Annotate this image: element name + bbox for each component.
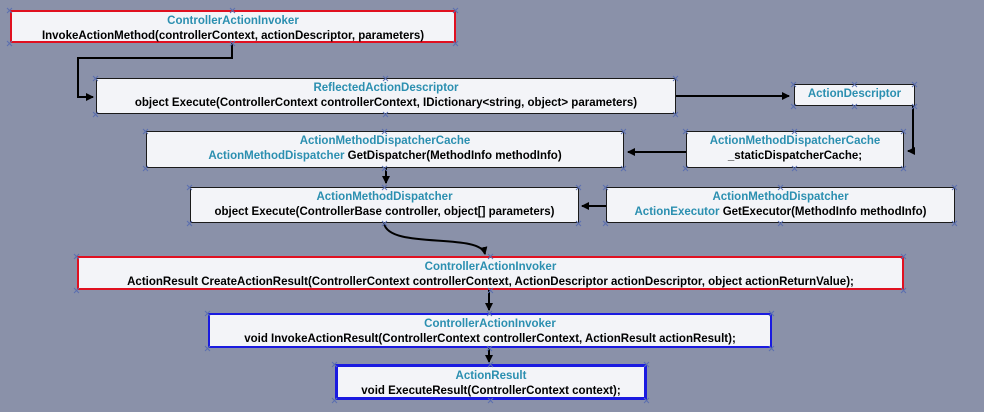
edge-execute-to-createresult bbox=[383, 222, 488, 255]
node-dispatcher-execute[interactable]: ActionMethodDispatcher object Execute(Co… bbox=[190, 187, 579, 223]
node-signature: InvokeActionMethod(controllerContext, ac… bbox=[41, 30, 425, 42]
node-title: ActionMethodDispatcherCache bbox=[299, 135, 471, 147]
node-actionresult-executeresult[interactable]: ActionResult void ExecuteResult(Controll… bbox=[335, 364, 647, 400]
node-dispatcher-getexecutor[interactable]: ActionMethodDispatcher ActionExecutor Ge… bbox=[606, 187, 955, 223]
node-signature: void ExecuteResult(ControllerContext con… bbox=[361, 385, 621, 397]
node-cache-static[interactable]: ActionMethodDispatcherCache _staticDispa… bbox=[686, 131, 904, 168]
node-reflected-execute[interactable]: ReflectedActionDescriptor object Execute… bbox=[96, 78, 676, 114]
node-title: ActionMethodDispatcher bbox=[316, 191, 453, 203]
node-invoker-invokeactionresult[interactable]: ControllerActionInvoker void InvokeActio… bbox=[208, 313, 772, 348]
node-signature: object Execute(ControllerContext control… bbox=[134, 97, 638, 109]
return-type: ActionMethodDispatcher bbox=[208, 150, 345, 162]
node-signature: void InvokeActionResult(ControllerContex… bbox=[244, 333, 736, 345]
edge-invoker-to-reflected bbox=[77, 42, 233, 101]
node-signature: ActionResult CreateActionResult(Controll… bbox=[127, 276, 854, 288]
node-title: ReflectedActionDescriptor bbox=[313, 82, 459, 94]
node-signature: _staticDispatcherCache; bbox=[727, 150, 863, 162]
node-signature: GetDispatcher(MethodInfo methodInfo) bbox=[347, 150, 562, 162]
edge-actiondescriptor-to-cache bbox=[907, 106, 915, 155]
node-cache-getdispatcher[interactable]: ActionMethodDispatcherCache ActionMethod… bbox=[146, 131, 624, 168]
node-title: ActionMethodDispatcherCache bbox=[709, 135, 881, 147]
node-title: ControllerActionInvoker bbox=[424, 261, 557, 273]
node-invoker-createactionresult[interactable]: ControllerActionInvoker ActionResult Cre… bbox=[77, 256, 904, 290]
node-signature-line: ActionExecutor GetExecutor(MethodInfo me… bbox=[607, 205, 954, 220]
node-title: ActionMethodDispatcher bbox=[712, 191, 849, 203]
return-type: ActionExecutor bbox=[634, 206, 720, 218]
node-signature: object Execute(ControllerBase controller… bbox=[214, 206, 555, 218]
node-title: ControllerActionInvoker bbox=[424, 318, 556, 330]
node-title: ControllerActionInvoker bbox=[167, 15, 299, 27]
node-title: ActionResult bbox=[455, 370, 527, 382]
node-actiondescriptor[interactable]: ActionDescriptor bbox=[794, 84, 915, 106]
node-title: ActionDescriptor bbox=[807, 88, 902, 100]
node-signature-line: ActionMethodDispatcher GetDispatcher(Met… bbox=[147, 149, 623, 164]
node-signature: GetExecutor(MethodInfo methodInfo) bbox=[722, 206, 927, 218]
node-invoker-invokeactionmethod[interactable]: ControllerActionInvoker InvokeActionMeth… bbox=[10, 10, 456, 43]
